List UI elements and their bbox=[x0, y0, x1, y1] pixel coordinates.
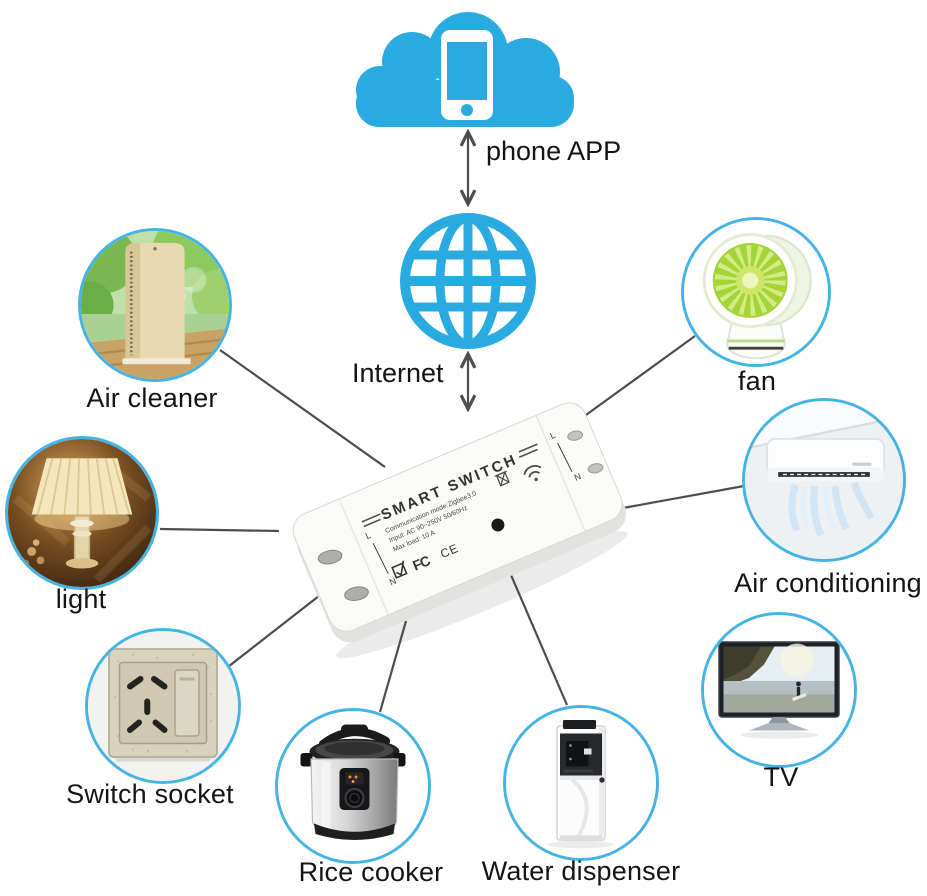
phone-app-label: phone APP bbox=[486, 136, 622, 166]
title-flanker-lines bbox=[361, 443, 538, 528]
checkbox-mark-icon bbox=[391, 560, 408, 579]
device-circle-switch-socket bbox=[85, 628, 241, 784]
device-label-water-dispenser: Water dispenser bbox=[481, 856, 681, 886]
connector-lines bbox=[159, 335, 745, 713]
device-circle-air-conditioning bbox=[742, 398, 906, 562]
pairing-button-icon bbox=[491, 518, 505, 532]
light-image bbox=[8, 439, 156, 587]
terminal-labels-right: L N bbox=[549, 430, 583, 483]
smart-switch: SMART SWITCH Communication mode:Zigbee3.… bbox=[292, 402, 628, 659]
fan-image bbox=[684, 220, 828, 364]
terminal-l: L bbox=[549, 430, 558, 441]
device-circle-light bbox=[5, 436, 159, 590]
weee-bin-icon bbox=[494, 470, 510, 487]
line-to-light bbox=[159, 527, 280, 533]
air-conditioning-image bbox=[745, 401, 903, 559]
terminal-l: L bbox=[364, 530, 373, 541]
line-to-water-dispenser bbox=[509, 574, 569, 706]
device-label-light: light bbox=[55, 584, 107, 614]
water-dispenser-image bbox=[506, 708, 656, 858]
terminal-n: N bbox=[573, 471, 583, 483]
wifi-icon bbox=[523, 465, 542, 482]
device-label-switch-socket: Switch socket bbox=[66, 779, 234, 809]
device-label-tv: TV bbox=[763, 762, 799, 792]
tv-image bbox=[704, 615, 854, 765]
line-to-fan bbox=[567, 335, 696, 429]
switch-socket-image bbox=[88, 631, 238, 781]
mount-holes-icon bbox=[317, 430, 604, 601]
air-cleaner-image bbox=[81, 231, 229, 379]
terminal-n: N bbox=[388, 576, 398, 588]
line-to-air-cleaner bbox=[219, 349, 386, 468]
device-circle-fan bbox=[681, 217, 831, 367]
internet-globe-icon bbox=[400, 213, 536, 349]
line-to-rice-cooker bbox=[378, 620, 408, 713]
ce-mark: CE bbox=[438, 541, 461, 561]
terminal-labels-left: L N bbox=[364, 530, 398, 588]
device-label-air-conditioning: Air conditioning bbox=[734, 568, 922, 598]
rice-cooker-image bbox=[278, 711, 428, 861]
device-circle-water-dispenser bbox=[503, 705, 659, 861]
device-circle-tv bbox=[701, 612, 857, 768]
device-circle-rice-cooker bbox=[275, 708, 431, 864]
internet-label: Internet bbox=[352, 358, 444, 388]
fcc-mark: FC bbox=[410, 552, 432, 574]
line-to-air-conditioning bbox=[611, 484, 745, 512]
device-circle-air-cleaner bbox=[78, 228, 232, 382]
phone-icon bbox=[441, 30, 493, 120]
device-label-rice-cooker: Rice cooker bbox=[298, 857, 444, 887]
device-label-fan: fan bbox=[737, 366, 777, 396]
device-label-air-cleaner: Air cleaner bbox=[86, 383, 218, 413]
